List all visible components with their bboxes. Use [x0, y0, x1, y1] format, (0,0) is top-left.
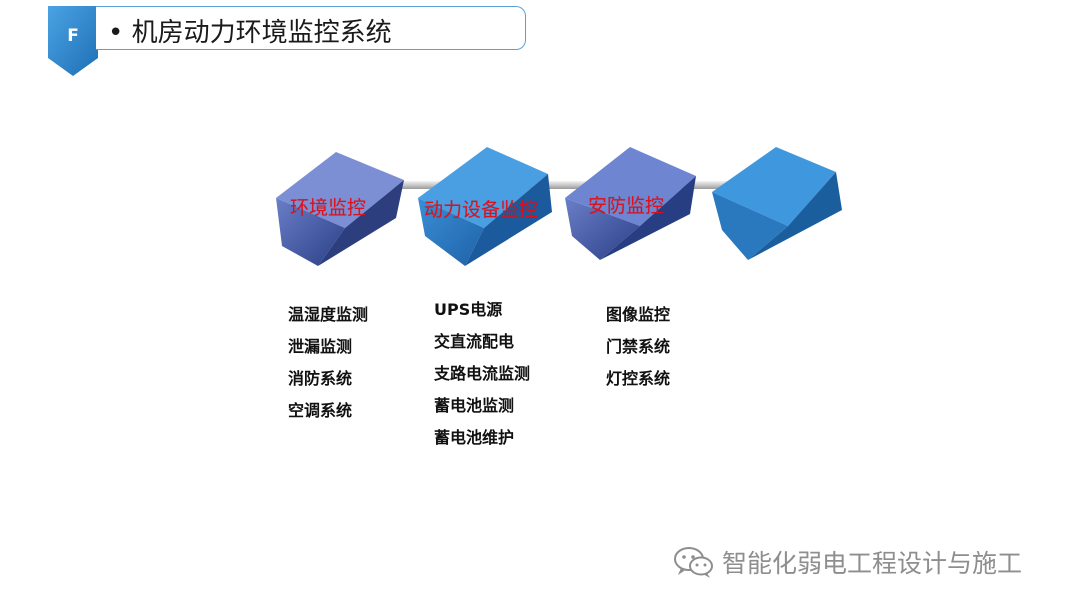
list-item: 交直流配电: [434, 332, 515, 351]
cube-node-2: [418, 147, 552, 266]
watermark-text: 智能化弱电工程设计与施工: [722, 549, 1023, 578]
cube-node-4: [712, 147, 842, 260]
cube-label-security: 安防监控: [588, 195, 665, 217]
list-item: 泄漏监测: [288, 337, 353, 356]
list-item: 蓄电池监测: [434, 396, 515, 415]
connector-rod: [655, 181, 740, 189]
page-title: • 机房动力环境监控系统: [108, 18, 392, 48]
section-badge-letter: F: [67, 26, 79, 46]
list-item: 图像监控: [606, 305, 671, 324]
title-box: [96, 6, 526, 50]
list-item: 蓄电池维护: [434, 428, 515, 447]
watermark: 智能化弱电工程设计与施工: [672, 542, 1022, 582]
cube-label-power: 动力设备监控: [424, 199, 539, 221]
section-badge-shape: [48, 6, 98, 76]
cube-label-environment: 环境监控: [290, 197, 367, 219]
list-item: 消防系统: [288, 369, 353, 388]
environment-items: 温湿度监测 泄漏监测 消防系统 空调系统: [288, 299, 368, 427]
cube-node-3: [565, 147, 696, 260]
list-item: 温湿度监测: [288, 305, 369, 324]
power-items: UPS电源 交直流配电 支路电流监测 蓄电池监测 蓄电池维护: [434, 294, 530, 454]
list-item: 门禁系统: [606, 337, 671, 356]
list-item: 空调系统: [288, 401, 353, 420]
cube-node-1: [276, 152, 404, 266]
connector-rod: [360, 181, 450, 189]
list-item: 灯控系统: [606, 369, 671, 388]
connector-rod: [510, 181, 600, 189]
list-item: 支路电流监测: [434, 364, 531, 383]
wechat-icon: [674, 547, 713, 578]
list-item: UPS电源: [434, 300, 503, 319]
security-items: 图像监控 门禁系统 灯控系统: [606, 299, 670, 395]
